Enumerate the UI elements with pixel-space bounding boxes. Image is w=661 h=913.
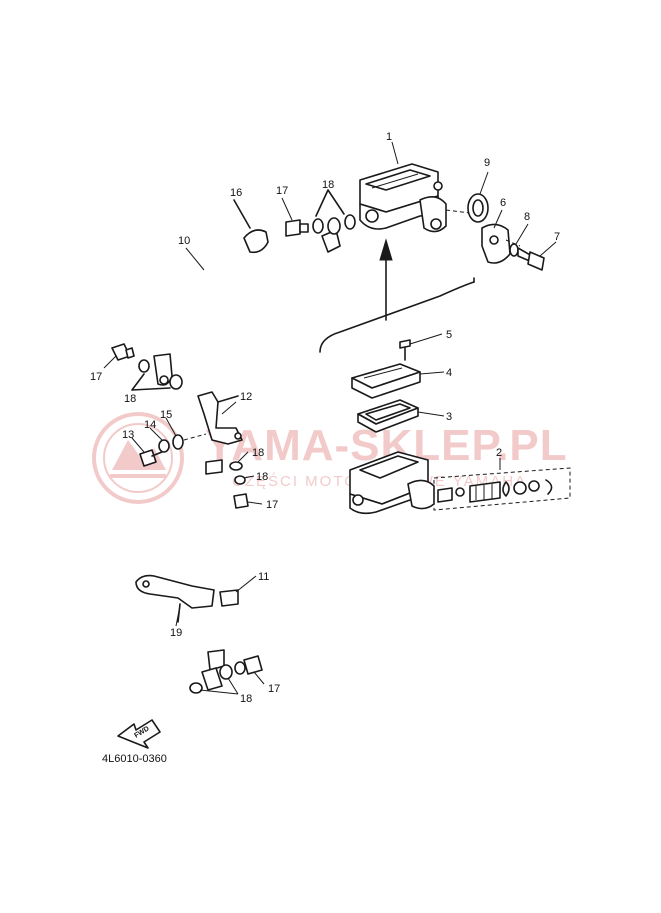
assembly-arrow [319, 238, 475, 353]
callout-16: 16 [230, 187, 242, 199]
callout-1: 1 [386, 131, 392, 143]
piston-kit-2 [433, 467, 571, 511]
callout-5: 5 [446, 329, 452, 341]
callout-12: 12 [240, 391, 252, 403]
ring-9 [467, 193, 489, 223]
brake-hose-11 [201, 459, 239, 691]
watermark-logo [92, 412, 184, 504]
gaskets-18-top [312, 189, 356, 235]
screw-5 [399, 339, 411, 361]
master-cylinder-body [349, 451, 435, 515]
callout-19: 19 [170, 627, 182, 639]
callout-17-bottom: 17 [268, 683, 280, 695]
washer-8 [509, 243, 519, 257]
callout-18-top: 18 [322, 179, 334, 191]
callout-2: 2 [496, 447, 502, 459]
callout-10: 10 [178, 235, 190, 247]
callout-14: 14 [144, 419, 156, 431]
callout-18-middle-b: 18 [256, 471, 268, 483]
bracket-19 [135, 574, 215, 623]
clamp-6 [481, 223, 521, 264]
callout-18-middle-a: 18 [252, 447, 264, 459]
callout-13: 13 [122, 429, 134, 441]
union-bolt-17-middle [233, 493, 249, 509]
cap-4 [351, 363, 421, 399]
gasket-18-middle [229, 461, 246, 485]
callout-15: 15 [160, 409, 172, 421]
diagram-code: 4L6010-0360 [102, 753, 167, 765]
callout-18-left: 18 [124, 393, 136, 405]
callout-labels: 1 9 6 8 7 16 17 18 10 5 4 3 2 17 18 12 1… [90, 131, 560, 705]
master-cylinder-assembly [359, 163, 479, 233]
union-bolt-17-bottom [243, 655, 263, 675]
callout-11: 11 [258, 571, 269, 583]
callout-7: 7 [554, 231, 560, 243]
union-bolt-17-left [111, 343, 135, 361]
callout-17-left: 17 [90, 371, 102, 383]
bracket-12 [197, 391, 243, 445]
leader-lines [103, 141, 557, 695]
callout-17-top: 17 [276, 185, 288, 197]
brake-hose-10 [153, 229, 341, 386]
cap-16 [233, 199, 269, 254]
callout-6: 6 [500, 197, 506, 209]
bolt-7 [517, 247, 545, 271]
gaskets-18-bottom [189, 661, 246, 694]
washer-14 [158, 439, 170, 453]
callout-18-bottom: 18 [240, 693, 252, 705]
bolt-13 [139, 449, 163, 467]
callout-8: 8 [524, 211, 530, 223]
gaskets-18-left [131, 359, 183, 391]
washer-15 [172, 433, 207, 450]
callout-9: 9 [484, 157, 490, 169]
diaphragm-3 [357, 399, 419, 433]
callout-3: 3 [446, 411, 452, 423]
fwd-arrow: FWD [117, 719, 161, 749]
union-bolt-17-top [285, 219, 309, 237]
callout-17-middle: 17 [266, 499, 278, 511]
callout-4: 4 [446, 367, 452, 379]
